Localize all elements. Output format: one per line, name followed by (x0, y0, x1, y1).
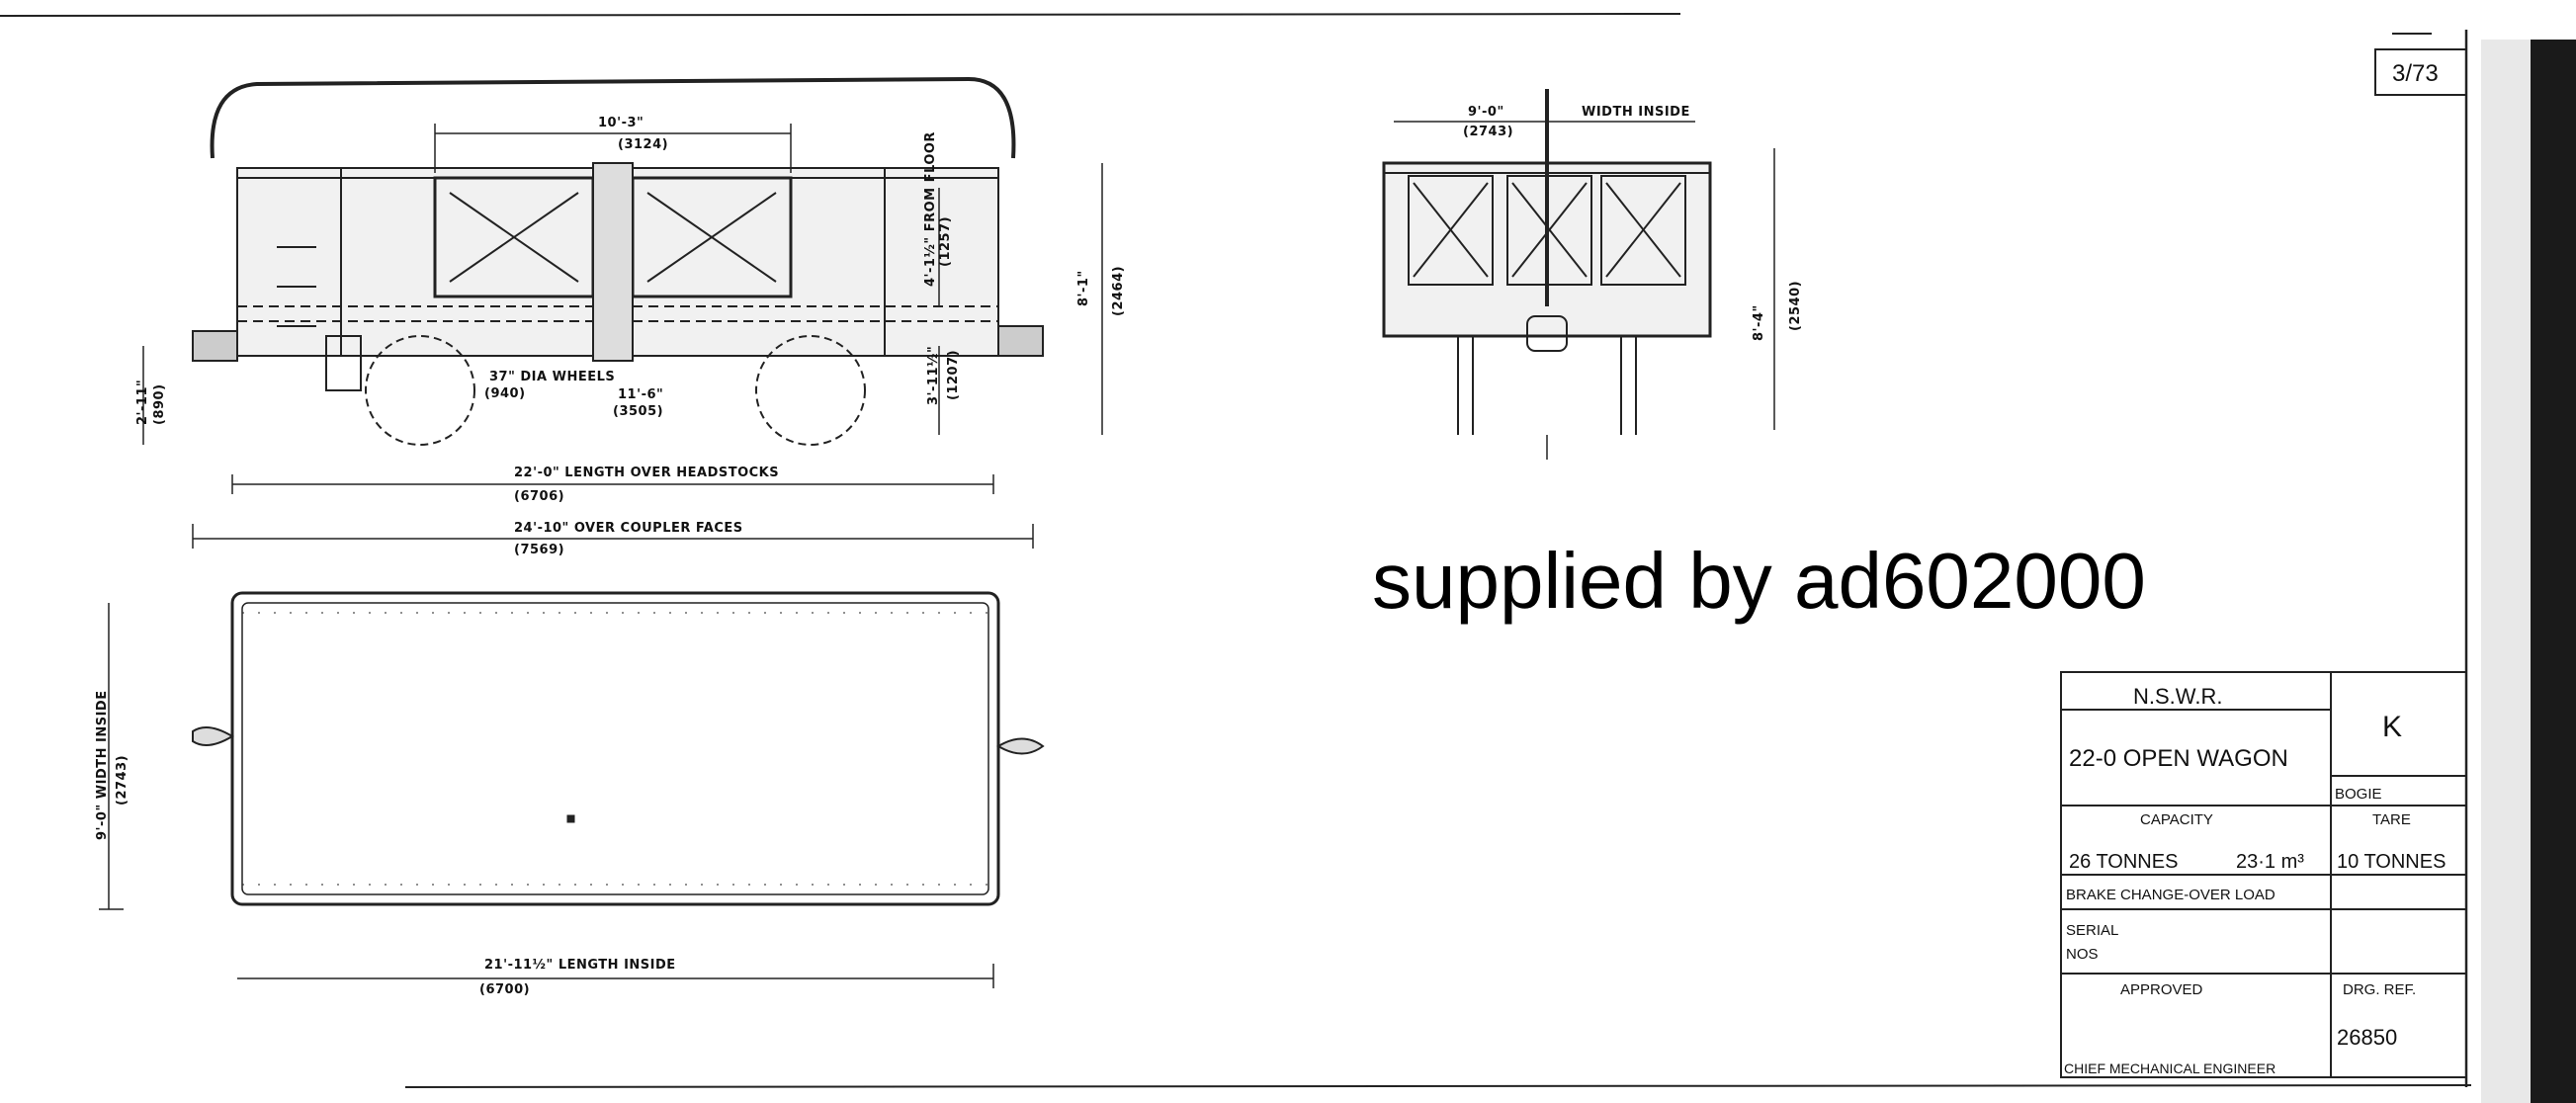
scan-edge-shadow (2531, 40, 2576, 1103)
headstocks-label: 22'-0" LENGTH OVER HEADSTOCKS (514, 466, 779, 480)
floor-from-rail-mm: (1207) (946, 350, 961, 400)
sheet-border (0, 13, 2472, 1088)
buffer-height-mm: (890) (152, 383, 167, 425)
engineer-label: CHIEF MECHANICAL ENGINEER (2064, 1061, 2275, 1076)
railway-name: N.S.W.R. (2133, 684, 2222, 709)
plan-view (192, 591, 1045, 906)
door-opening-label: 10'-3" (598, 116, 644, 130)
plan-view-dimensions (99, 603, 994, 988)
serial-label-2: NOS (2066, 946, 2099, 963)
capacity-label: CAPACITY (2140, 811, 2213, 828)
side-view-dimensions (142, 124, 1103, 549)
plan-width-mm: (2743) (115, 755, 129, 806)
buffer-height-label: 2'-11" (135, 380, 150, 425)
plan-length-mm: (6700) (479, 982, 530, 997)
capacity-volume: 23·1 m³ (2236, 851, 2304, 873)
wheelbase-mm: (3505) (613, 404, 663, 419)
class-code: K (2382, 711, 2402, 743)
brake-changeover-label: BRAKE CHANGE-OVER LOAD (2066, 887, 2275, 903)
bogie-label: BOGIE (2335, 786, 2382, 803)
plan-width-label: 9'-0" WIDTH INSIDE (95, 690, 110, 840)
scan-edge-fade (2481, 40, 2531, 1103)
side-view (192, 76, 1044, 446)
end-width-label: WIDTH INSIDE (1582, 105, 1690, 120)
wagon-title: 22-0 OPEN WAGON (2069, 745, 2288, 772)
drg-ref-number: 26850 (2337, 1025, 2397, 1050)
wheel-diameter-mm: (940) (484, 386, 526, 401)
couplers-mm: (7569) (514, 543, 564, 557)
end-view (1382, 89, 1712, 435)
end-width-mm: (2743) (1463, 125, 1513, 139)
tare-value: 10 TONNES (2337, 851, 2446, 873)
end-height-mm: (2540) (1788, 281, 1803, 331)
door-opening-mm: (3124) (618, 137, 668, 152)
floor-from-rail-label: 3'-11½" (926, 346, 941, 405)
end-view-dimensions (1394, 121, 1775, 460)
capacity-tonnes: 26 TONNES (2069, 851, 2178, 873)
floor-height-label: 4'-1½" FROM FLOOR (923, 131, 938, 287)
tare-label: TARE (2372, 811, 2411, 828)
overall-height-label: 8'-1" (1076, 270, 1091, 306)
title-block (2060, 671, 2467, 1078)
sheet-number: 3/73 (2392, 60, 2439, 87)
drg-ref-label: DRG. REF. (2343, 981, 2416, 998)
watermark-text: supplied by ad602000 (1372, 537, 2146, 625)
floor-height-mm: (1257) (938, 216, 953, 267)
end-height-label: 8'-4" (1752, 304, 1766, 341)
wheel-diameter-label: 37" DIA WHEELS (489, 370, 615, 384)
headstocks-mm: (6706) (514, 489, 564, 504)
serial-label-1: SERIAL (2066, 922, 2118, 939)
end-width-value: 9'-0" (1468, 105, 1504, 120)
wheelbase-label: 11'-6" (618, 387, 663, 402)
plan-length-label: 21'-11½" LENGTH INSIDE (484, 958, 676, 973)
approved-label: APPROVED (2120, 981, 2203, 998)
overall-height-mm: (2464) (1111, 266, 1126, 316)
couplers-label: 24'-10" OVER COUPLER FACES (514, 521, 743, 536)
